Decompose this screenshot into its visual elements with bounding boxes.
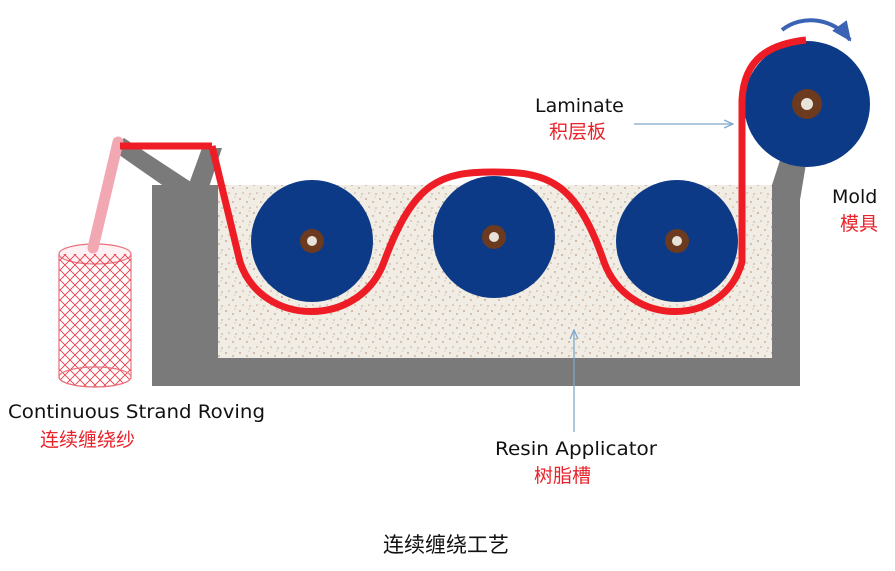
- resin-label-en: Resin Applicator: [495, 438, 657, 460]
- roller-3: [616, 180, 738, 302]
- roving-label-en: Continuous Strand Roving: [8, 401, 265, 423]
- laminate-label-cn: 积层板: [549, 121, 606, 143]
- roving-label-cn: 连续缠绕纱: [40, 429, 135, 451]
- roving-strand: [87, 136, 124, 254]
- roller-2: [433, 176, 555, 298]
- rotation-arrow-icon: [780, 18, 852, 42]
- resin-label-cn: 树脂槽: [534, 465, 591, 487]
- roving-spool: [58, 243, 132, 388]
- mold-label-cn: 模具: [840, 213, 878, 235]
- diagram-caption: 连续缠绕工艺: [383, 533, 509, 557]
- mold-label-en: Mold: [832, 186, 877, 208]
- mold: [744, 41, 870, 167]
- laminate-label-en: Laminate: [535, 95, 624, 117]
- roller-1: [251, 180, 373, 302]
- tank-frame: [152, 185, 800, 386]
- fiber-path: [208, 36, 807, 315]
